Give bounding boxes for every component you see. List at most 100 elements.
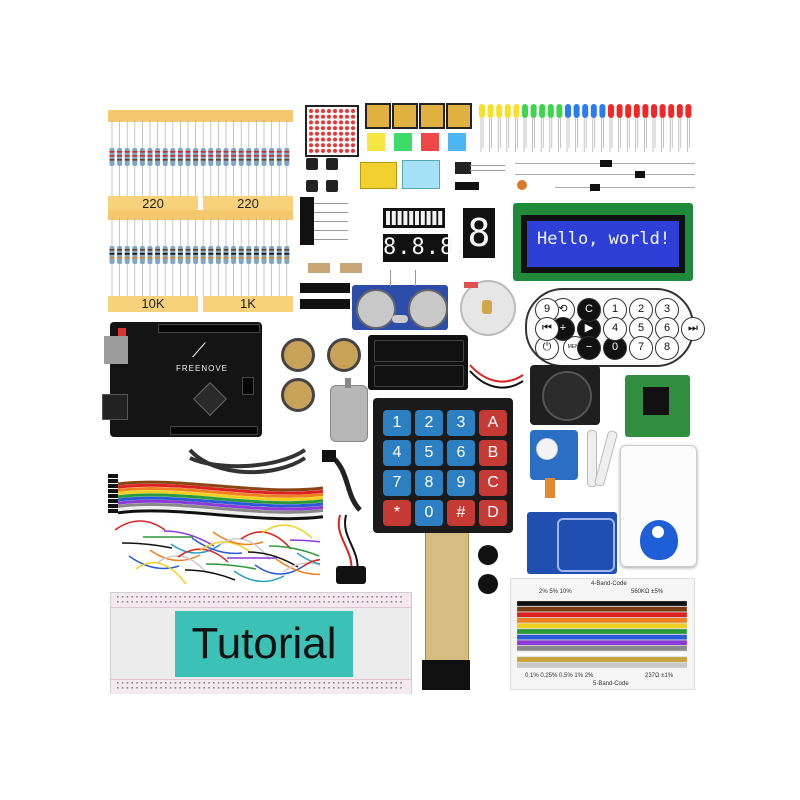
remote-button[interactable]: 7 — [629, 336, 653, 360]
led — [651, 104, 657, 118]
breadboard-hole — [117, 601, 119, 603]
keypad-key[interactable]: 0 — [415, 500, 443, 526]
keypad-key[interactable]: 3 — [447, 410, 475, 436]
usb-port — [104, 336, 128, 364]
resistor-body — [162, 148, 168, 166]
keypad-key[interactable]: 4 — [383, 440, 411, 466]
breadboard-hole — [280, 682, 282, 684]
breadboard-hole — [193, 601, 196, 603]
matrix-dot — [333, 114, 337, 119]
breadboard-hole — [366, 596, 369, 598]
breadboard-hole — [313, 682, 316, 684]
led — [479, 104, 485, 118]
breadboard-hole — [251, 596, 253, 598]
resistor-band — [177, 159, 183, 161]
chart-row — [517, 628, 687, 635]
resistor-band — [170, 155, 176, 157]
breadboard-hole — [371, 682, 373, 684]
jumper-wire — [135, 561, 187, 585]
breadboard-hole — [145, 601, 148, 603]
breadboard-hole — [390, 682, 393, 684]
resistor-band — [117, 151, 123, 153]
ultrasonic-transducer — [408, 289, 448, 329]
resistor-band — [276, 151, 282, 153]
keypad-key[interactable]: C — [479, 470, 507, 496]
resistor-band — [193, 253, 199, 255]
resistor-band — [117, 159, 123, 161]
battery-slot — [374, 365, 464, 387]
breadboard-hole — [136, 596, 138, 598]
ribbon-connector — [108, 494, 118, 498]
matrix-dot — [309, 126, 313, 131]
resistor-body — [231, 246, 237, 264]
resistor-body — [253, 246, 259, 264]
breadboard-hole — [131, 682, 133, 684]
led — [573, 104, 580, 118]
breadboard-hole — [337, 682, 340, 684]
dc-barrel-cable-icon — [322, 450, 362, 512]
keypad-key[interactable]: 6 — [447, 440, 475, 466]
push-button-yellow — [365, 103, 391, 129]
led — [599, 104, 606, 118]
keypad-key[interactable]: * — [383, 500, 411, 526]
keypad-key[interactable]: 5 — [415, 440, 443, 466]
keypad-key[interactable]: # — [447, 500, 475, 526]
breadboard-hole — [357, 682, 359, 684]
breadboard-hole — [289, 596, 292, 598]
led — [633, 104, 640, 118]
breadboard-hole — [400, 682, 402, 684]
remote-button[interactable]: ⏭ — [681, 317, 705, 341]
remote-button[interactable]: C — [577, 298, 601, 322]
breadboard-hole — [203, 596, 205, 598]
breadboard-hole — [241, 596, 244, 598]
pin-header — [340, 263, 362, 273]
breadboard-hole — [347, 682, 349, 684]
breadboard-hole — [323, 596, 325, 598]
resistor-band — [132, 159, 138, 161]
keypad-key[interactable]: B — [479, 440, 507, 466]
keyfob-hole — [652, 526, 664, 538]
dc-motor-shaft — [345, 378, 351, 388]
remote-button[interactable]: − — [577, 336, 601, 360]
matrix-dot — [351, 137, 355, 142]
breadboard-hole — [328, 601, 330, 603]
keypad-key[interactable]: 9 — [447, 470, 475, 496]
led — [487, 104, 494, 118]
analog-header — [170, 426, 258, 435]
led — [685, 104, 692, 118]
chart-row — [517, 601, 687, 607]
breadboard-hole — [265, 601, 268, 603]
button-cap-red — [421, 133, 439, 151]
keypad-key[interactable]: 2 — [415, 410, 443, 436]
breadboard-hole — [270, 596, 273, 598]
breadboard-hole — [381, 596, 383, 598]
breadboard-hole — [261, 601, 263, 603]
resistor-band — [162, 257, 168, 259]
bar-segment — [403, 211, 408, 225]
keypad-key[interactable]: 8 — [415, 470, 443, 496]
resistor-body — [132, 246, 138, 264]
keypad-key[interactable]: A — [479, 410, 507, 436]
resistor-band — [253, 155, 259, 157]
remote-button[interactable]: ⏮ — [535, 317, 559, 341]
keypad-key[interactable]: D — [479, 500, 507, 526]
breadboard-hole — [217, 682, 220, 684]
resistor-band — [261, 159, 267, 161]
remote-button[interactable]: 8 — [655, 336, 679, 360]
breadboard-hole — [299, 682, 301, 684]
relay — [360, 162, 397, 189]
servo-arm — [587, 430, 597, 487]
push-button-yellow — [392, 103, 418, 129]
chart-title-4band-left: 2% 5% 10% — [539, 589, 572, 595]
jumper-wire — [296, 552, 320, 565]
remote-button[interactable]: ⏻ — [535, 336, 559, 360]
chart-row — [517, 617, 687, 623]
keypad-key[interactable]: 1 — [383, 410, 411, 436]
breadboard-hole — [217, 687, 220, 689]
resistor-label-1k: 1K — [203, 296, 293, 312]
remote-button[interactable]: 4 — [603, 317, 627, 341]
resistor-band — [238, 253, 244, 255]
breadboard-hole — [265, 687, 268, 689]
breadboard-hole — [294, 682, 297, 684]
keypad-key[interactable]: 7 — [383, 470, 411, 496]
